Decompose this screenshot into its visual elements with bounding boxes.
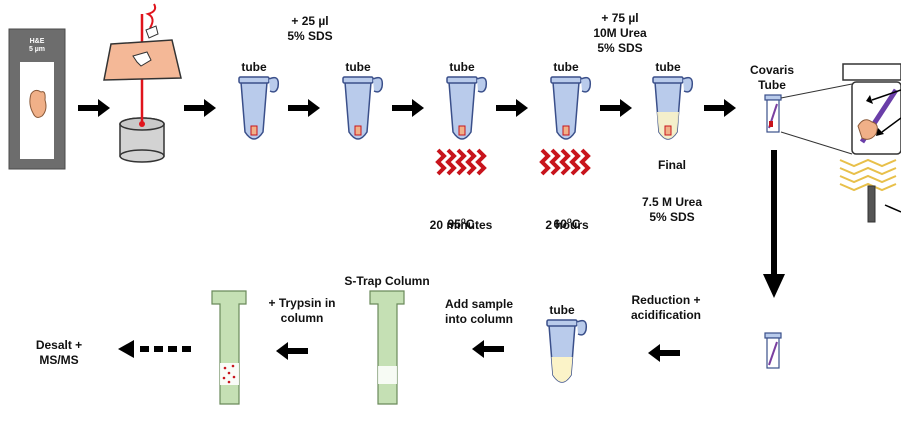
tube-1 [238, 76, 280, 140]
tube-5 [652, 76, 694, 140]
add-sds-label: + 25 µl 5% SDS [287, 14, 333, 43]
desalt-label: Desalt + MS/MS [35, 338, 83, 367]
tube-label-6: tube [549, 303, 575, 317]
arrow-9 [472, 340, 504, 358]
tissue-section [29, 89, 47, 118]
arrow-3 [288, 99, 320, 117]
heat-95-time: 20 minutes [429, 218, 493, 232]
heat-waves-60 [540, 148, 590, 176]
arrow-6 [600, 99, 632, 117]
strap-label: S-Trap Column [344, 274, 430, 288]
tube-2 [342, 76, 384, 140]
add-sample-label: Add sample into column [444, 297, 513, 326]
slide-thickness: 5 µm [28, 46, 46, 53]
final-title: Final [657, 158, 686, 172]
degree-sign: o [460, 216, 466, 225]
heat-95-temp-value: 95 [447, 217, 461, 231]
arrow-down [763, 150, 785, 298]
reduction-label: Reduction + acidification [630, 293, 701, 322]
tube-label-5: tube [655, 60, 681, 74]
trypsin-column [211, 290, 247, 405]
heat-95-temp: 95oC [426, 202, 496, 233]
trypsin-label: + Trypsin in column [268, 296, 336, 325]
tube-sample [546, 319, 588, 383]
heat-60-temp-unit: C [571, 217, 581, 231]
laser-capture [103, 3, 182, 163]
covaris-tube [764, 94, 782, 133]
heat-60-time: 2 hours [545, 218, 589, 232]
he-slide [8, 28, 66, 170]
heat-waves-95 [436, 148, 486, 176]
arrow-4 [392, 99, 424, 117]
add-urea-label: + 75 µl 10M Urea 5% SDS [593, 11, 647, 55]
tube-label-3: tube [449, 60, 475, 74]
tube-label-1: tube [241, 60, 267, 74]
arrow-8 [648, 344, 680, 362]
slide-stain: H&E [29, 38, 45, 45]
arrow-10 [276, 342, 308, 360]
covaris-zoom [780, 63, 901, 223]
covaris-label: Covaris Tube [749, 63, 795, 92]
heat-95-temp-unit: C [465, 217, 475, 231]
arrow-2 [184, 99, 216, 117]
arrow-dashed [118, 340, 191, 358]
tube-label-4: tube [553, 60, 579, 74]
arrow-7 [704, 99, 736, 117]
arrow-1 [78, 99, 110, 117]
tube-4 [550, 76, 592, 140]
strap-column [369, 290, 405, 405]
arrow-5 [496, 99, 528, 117]
heat-60-temp-value: 60 [553, 217, 567, 231]
tube-label-2: tube [345, 60, 371, 74]
degree-sign: o [566, 216, 572, 225]
final-concentration: 7.5 M Urea 5% SDS [641, 195, 703, 224]
covaris-tube-2 [764, 332, 782, 369]
tube-3 [446, 76, 488, 140]
heat-60-temp: 60oC [532, 202, 602, 233]
